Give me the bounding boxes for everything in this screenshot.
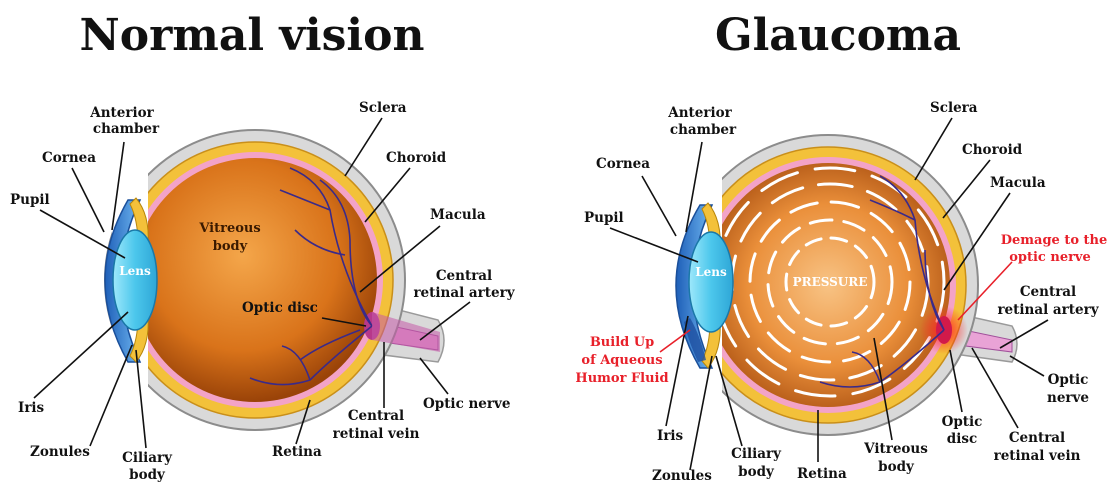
label-lens: Lens [119,264,151,278]
label-ciliary-1: Ciliary [122,450,173,466]
label-optic-disc-1-g: Optic [942,414,983,430]
label-damage-1: Demage to the [1001,233,1108,248]
label-retina-g: Retina [797,466,847,482]
label-vitreous-1: Vitreous [198,221,260,236]
vitreous-body [133,158,377,402]
label-anterior-chamber-2-g: chamber [670,122,737,138]
label-buildup-2: of Aqueous [581,353,662,368]
label-cornea: Cornea [42,150,96,166]
label-zonules: Zonules [30,444,90,460]
title-glaucoma: Glaucoma [715,10,961,61]
label-anterior-chamber-1: Anterior [89,105,154,121]
label-anterior-chamber-2: chamber [93,121,160,137]
label-retina: Retina [272,444,322,460]
lens-g [689,232,733,332]
label-cornea-g: Cornea [596,156,650,172]
label-ciliary-1-g: Ciliary [731,446,782,462]
label-anterior-chamber-1-g: Anterior [667,105,732,121]
label-sclera-g: Sclera [930,100,978,116]
label-pressure: PRESSURE [793,275,868,289]
label-macula-g: Macula [990,175,1046,191]
label-zonules-g: Zonules [652,468,712,484]
label-pupil: Pupil [10,192,50,208]
normal-eye [105,130,444,430]
label-central-artery-1: Central [436,268,492,284]
label-buildup-1: Build Up [590,335,654,350]
label-optic-disc: Optic disc [242,300,318,316]
label-central-vein-1-g: Central [1009,430,1065,446]
label-choroid: Choroid [386,150,447,166]
label-ciliary-2: body [129,467,166,483]
label-pupil-g: Pupil [584,210,624,226]
label-vitreous-1-g: Vitreous [863,441,928,457]
label-ciliary-2-g: body [738,464,775,480]
label-central-vein-1: Central [348,408,404,424]
label-iris-g: Iris [657,428,684,444]
label-iris: Iris [18,400,45,416]
label-optic-nerve-2-g: nerve [1047,390,1089,406]
label-central-vein-2: retinal vein [333,426,420,442]
label-optic-nerve: Optic nerve [423,396,510,412]
label-choroid-g: Choroid [962,142,1023,158]
label-sclera: Sclera [359,100,407,116]
label-vitreous-2-g: body [878,459,915,475]
label-damage-2: optic nerve [1009,250,1091,265]
label-optic-nerve-1-g: Optic [1048,372,1089,388]
label-optic-disc-2-g: disc [947,431,977,447]
title-normal-vision: Normal vision [80,10,425,61]
lens [113,230,157,330]
label-lens-g: Lens [695,265,727,279]
label-central-vein-2-g: retinal vein [994,448,1081,464]
label-buildup-3: Humor Fluid [575,371,668,386]
label-central-artery-2-g: retinal artery [997,302,1099,318]
label-vitreous-2: body [213,239,248,254]
label-macula: Macula [430,207,486,223]
label-central-artery-1-g: Central [1020,284,1076,300]
label-central-artery-2: retinal artery [413,285,515,301]
